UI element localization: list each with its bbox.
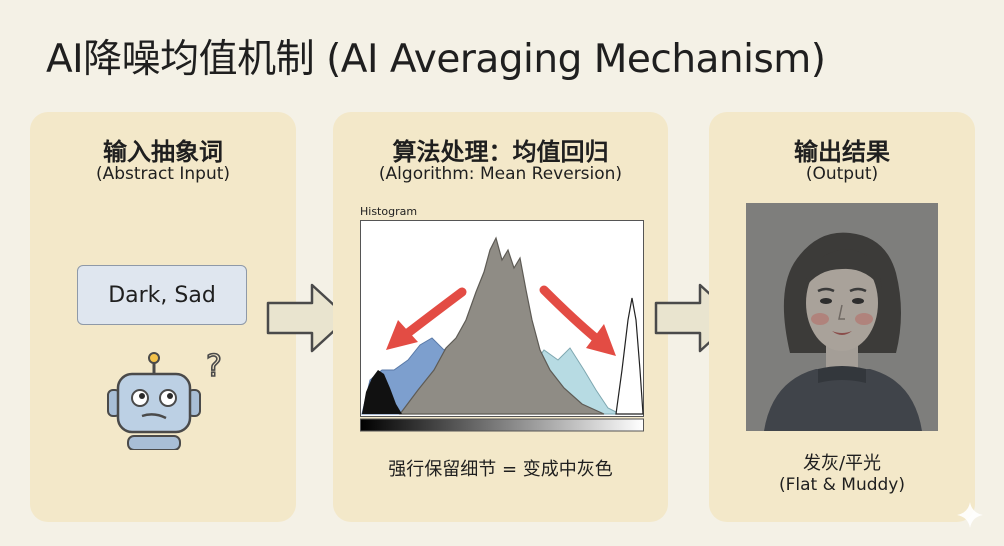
histogram-label: Histogram — [360, 205, 418, 218]
algorithm-heading: 算法处理：均值回归 — [392, 138, 609, 166]
input-word-text: Dark, Sad — [108, 282, 216, 308]
tonal-gradient-bar — [360, 418, 644, 432]
histogram — [360, 220, 644, 432]
input-subheading: (Abstract Input) — [95, 164, 231, 184]
red-arrow-right-icon — [539, 285, 603, 345]
robot-icon: ? — [107, 350, 223, 450]
output-caption-en: (Flat & Muddy) — [779, 475, 905, 495]
histogram-black-peak — [362, 370, 402, 414]
input-panel: 输入抽象词 (Abstract Input) Dark, Sad ? — [30, 112, 296, 522]
histogram-midtone-area — [398, 236, 605, 415]
input-heading: 输入抽象词 — [103, 138, 223, 166]
histogram-white-peak — [615, 297, 644, 415]
question-mark-icon: ? — [206, 350, 222, 384]
output-heading: 输出结果 — [794, 138, 890, 166]
page-title: AI降噪均值机制 (AI Averaging Mechanism) — [46, 37, 826, 82]
output-portrait-image — [746, 203, 938, 431]
output-caption-cn: 发灰/平光 — [802, 453, 882, 474]
algorithm-panel: 算法处理：均值回归 (Algorithm: Mean Reversion) Hi… — [333, 112, 668, 522]
output-subheading: (Output) — [805, 164, 879, 184]
sparkle-icon — [957, 502, 983, 528]
output-panel: 输出结果 (Output) 发灰/平光 (Flat & Muddy) — [709, 112, 975, 522]
right-arrow-icon — [266, 283, 350, 353]
algorithm-subheading: (Algorithm: Mean Reversion) — [378, 164, 623, 184]
algorithm-caption: 强行保留细节 = 变成中灰色 — [388, 459, 613, 480]
input-word-box: Dark, Sad — [77, 265, 247, 325]
